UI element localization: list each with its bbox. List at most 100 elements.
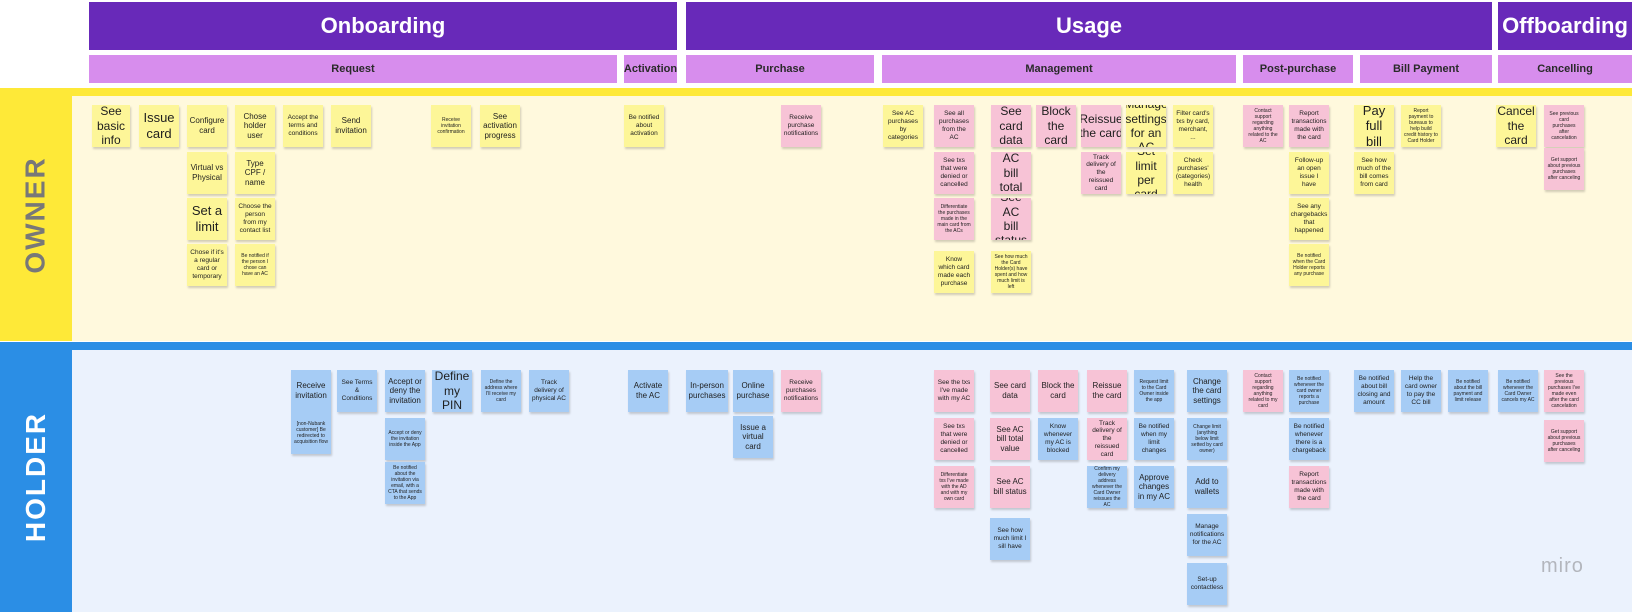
- sticky-note[interactable]: Receive purchase notifications: [781, 105, 821, 147]
- owner-lane-top-strip: [72, 88, 1632, 96]
- sticky-note[interactable]: [non-Nubank customer] Be redirected to a…: [291, 412, 331, 454]
- sticky-note[interactable]: Know which card made each purchase: [934, 251, 974, 293]
- sticky-note[interactable]: See Terms & Conditions: [337, 370, 377, 412]
- sticky-note[interactable]: Accept or deny the invitation inside the…: [385, 418, 425, 460]
- sticky-note[interactable]: Report transactions made with the card: [1289, 466, 1329, 508]
- sticky-note[interactable]: Be notified about activation: [624, 105, 664, 147]
- sticky-note[interactable]: Chose holder user: [235, 105, 275, 147]
- sticky-note[interactable]: See the txs I've made with my AC: [934, 370, 974, 412]
- owner-lane-title: OWNER: [20, 155, 52, 274]
- sticky-note[interactable]: See AC bill total value: [990, 418, 1030, 460]
- sticky-note[interactable]: See AC bill status: [991, 198, 1031, 240]
- sticky-note[interactable]: Receive invitation: [291, 370, 331, 412]
- sticky-note[interactable]: Accept or deny the invitation: [385, 370, 425, 412]
- step-post-purchase: Post-purchase: [1243, 55, 1353, 83]
- sticky-note[interactable]: Be notified whenever there is a chargeba…: [1289, 418, 1329, 460]
- sticky-note[interactable]: See how much the Card Holder(s) have spe…: [991, 251, 1031, 293]
- sticky-note[interactable]: See how much of the bill comes from card: [1354, 152, 1394, 194]
- sticky-note[interactable]: Filter card's txs by card, merchant, ...: [1173, 105, 1213, 147]
- sticky-note[interactable]: Be notified whenever the card owner repo…: [1289, 370, 1329, 412]
- sticky-note[interactable]: Define my PIN: [432, 370, 472, 412]
- sticky-note[interactable]: Be notified whenever the Card Owner canc…: [1498, 370, 1538, 412]
- sticky-note[interactable]: Help the card owner to pay the CC bill: [1401, 370, 1441, 412]
- sticky-note[interactable]: Add to wallets: [1187, 466, 1227, 508]
- step-purchase: Purchase: [686, 55, 874, 83]
- sticky-note[interactable]: Get support about previous purchases aft…: [1544, 148, 1584, 190]
- sticky-note[interactable]: See AC bill total value: [991, 152, 1031, 194]
- sticky-note[interactable]: Differentiate the purchases made in the …: [934, 198, 974, 240]
- sticky-note[interactable]: See txs that were denied or cancelled: [934, 418, 974, 460]
- sticky-note[interactable]: Track delivery of the reissued card: [1081, 152, 1121, 194]
- holder-lane-label: HOLDER: [0, 342, 72, 612]
- sticky-note[interactable]: Configure card: [187, 105, 227, 147]
- sticky-note[interactable]: Choose the person from my contact list: [235, 198, 275, 240]
- sticky-note[interactable]: See previous card purchases after cancel…: [1544, 105, 1584, 147]
- sticky-note[interactable]: Reissue the card: [1081, 105, 1121, 147]
- sticky-note[interactable]: See card data: [990, 370, 1030, 412]
- sticky-note[interactable]: In-person purchases: [686, 370, 728, 412]
- sticky-note[interactable]: Check purchases' (categories) health: [1173, 152, 1213, 194]
- sticky-note[interactable]: Chose if it's a regular card or temporar…: [187, 244, 227, 286]
- sticky-note[interactable]: Approve changes in my AC: [1134, 466, 1174, 508]
- sticky-note[interactable]: Virtual vs Physical: [187, 152, 227, 194]
- sticky-note[interactable]: Change the card settings: [1187, 370, 1227, 412]
- sticky-note[interactable]: Set-up contactless: [1187, 563, 1227, 605]
- sticky-note[interactable]: Block the card: [1036, 105, 1076, 147]
- phase-usage: Usage: [686, 2, 1492, 50]
- sticky-note[interactable]: See AC bill status: [990, 466, 1030, 508]
- step-management: Management: [882, 55, 1236, 83]
- sticky-note[interactable]: See activation progress: [480, 105, 520, 147]
- sticky-note[interactable]: Confirm my delivery address whenever the…: [1087, 466, 1127, 508]
- sticky-note[interactable]: Be notified about the invitation via ema…: [385, 462, 425, 504]
- sticky-note[interactable]: Set a limit: [187, 198, 227, 240]
- sticky-note[interactable]: Block the card: [1038, 370, 1078, 412]
- sticky-note[interactable]: Contact support regarding anything relat…: [1243, 105, 1283, 147]
- sticky-note[interactable]: Contact support regarding anything relat…: [1243, 370, 1283, 412]
- sticky-note[interactable]: See all purchases from the AC: [934, 105, 974, 147]
- sticky-note[interactable]: Reissue the card: [1087, 370, 1127, 412]
- step-bill-payment: Bill Payment: [1360, 55, 1492, 83]
- step-request: Request: [89, 55, 617, 83]
- sticky-note[interactable]: Issue a virtual card: [733, 416, 773, 458]
- sticky-note[interactable]: Be notified when the Card Holder reports…: [1289, 244, 1329, 286]
- sticky-note[interactable]: Activate the AC: [628, 370, 668, 412]
- sticky-note[interactable]: Define the address where I'll receive my…: [481, 370, 521, 412]
- sticky-note[interactable]: See how much limit I sill have: [990, 518, 1030, 560]
- sticky-note[interactable]: Be notified when my limit changes: [1134, 418, 1174, 460]
- sticky-note[interactable]: Know whenever my AC is blocked: [1038, 418, 1078, 460]
- sticky-note[interactable]: Report payment to bureaus to help build …: [1401, 105, 1441, 147]
- sticky-note[interactable]: See card data: [991, 105, 1031, 147]
- sticky-note[interactable]: Request limit to the Card Owner inside t…: [1134, 370, 1174, 412]
- sticky-note[interactable]: Get support about previous purchases aft…: [1544, 420, 1584, 462]
- sticky-note[interactable]: Online purchase: [733, 370, 773, 412]
- miro-logo: miro: [1541, 555, 1584, 577]
- sticky-note[interactable]: Set limit per card: [1126, 152, 1166, 194]
- sticky-note[interactable]: Send invitation: [331, 105, 371, 147]
- sticky-note[interactable]: Report transactions made with the card: [1289, 105, 1329, 147]
- sticky-note[interactable]: Issue card: [139, 105, 179, 147]
- sticky-note[interactable]: Type CPF / name: [235, 152, 275, 194]
- holder-lane-title: HOLDER: [20, 411, 52, 543]
- step-cancelling: Cancelling: [1498, 55, 1632, 83]
- sticky-note[interactable]: Track delivery of physical AC: [529, 370, 569, 412]
- sticky-note[interactable]: Pay full bill: [1354, 105, 1394, 147]
- sticky-note[interactable]: Change limit (anything below limit sette…: [1187, 418, 1227, 460]
- sticky-note[interactable]: Be notified about the bill payment and l…: [1448, 370, 1488, 412]
- sticky-note[interactable]: See basic info: [92, 105, 130, 147]
- sticky-note[interactable]: Follow-up an open issue I have: [1289, 152, 1329, 194]
- sticky-note[interactable]: Be notified if the person I chose can ha…: [235, 244, 275, 286]
- sticky-note[interactable]: Accept the terms and conditions: [283, 105, 323, 147]
- sticky-note[interactable]: See any chargebacks that happened: [1289, 198, 1329, 240]
- sticky-note[interactable]: Receive invitation confirmation: [431, 105, 471, 147]
- sticky-note[interactable]: See the previous purchases I've made eve…: [1544, 370, 1584, 412]
- sticky-note[interactable]: See txs that were denied or cancelled: [934, 152, 974, 194]
- sticky-note[interactable]: Differentiate txs I've made with the AD …: [934, 466, 974, 508]
- sticky-note[interactable]: Be notified about bill closing and amoun…: [1354, 370, 1394, 412]
- sticky-note[interactable]: See AC purchases by categories: [883, 105, 923, 147]
- sticky-note[interactable]: Manage notifications for the AC: [1187, 514, 1227, 556]
- sticky-note[interactable]: Cancel the card: [1496, 105, 1536, 147]
- phase-onboarding: Onboarding: [89, 2, 677, 50]
- sticky-note[interactable]: Receive purchases notifications: [781, 370, 821, 412]
- sticky-note[interactable]: Manage settings for an AC: [1126, 105, 1166, 147]
- sticky-note[interactable]: Track delivery of the reissued card: [1087, 418, 1127, 460]
